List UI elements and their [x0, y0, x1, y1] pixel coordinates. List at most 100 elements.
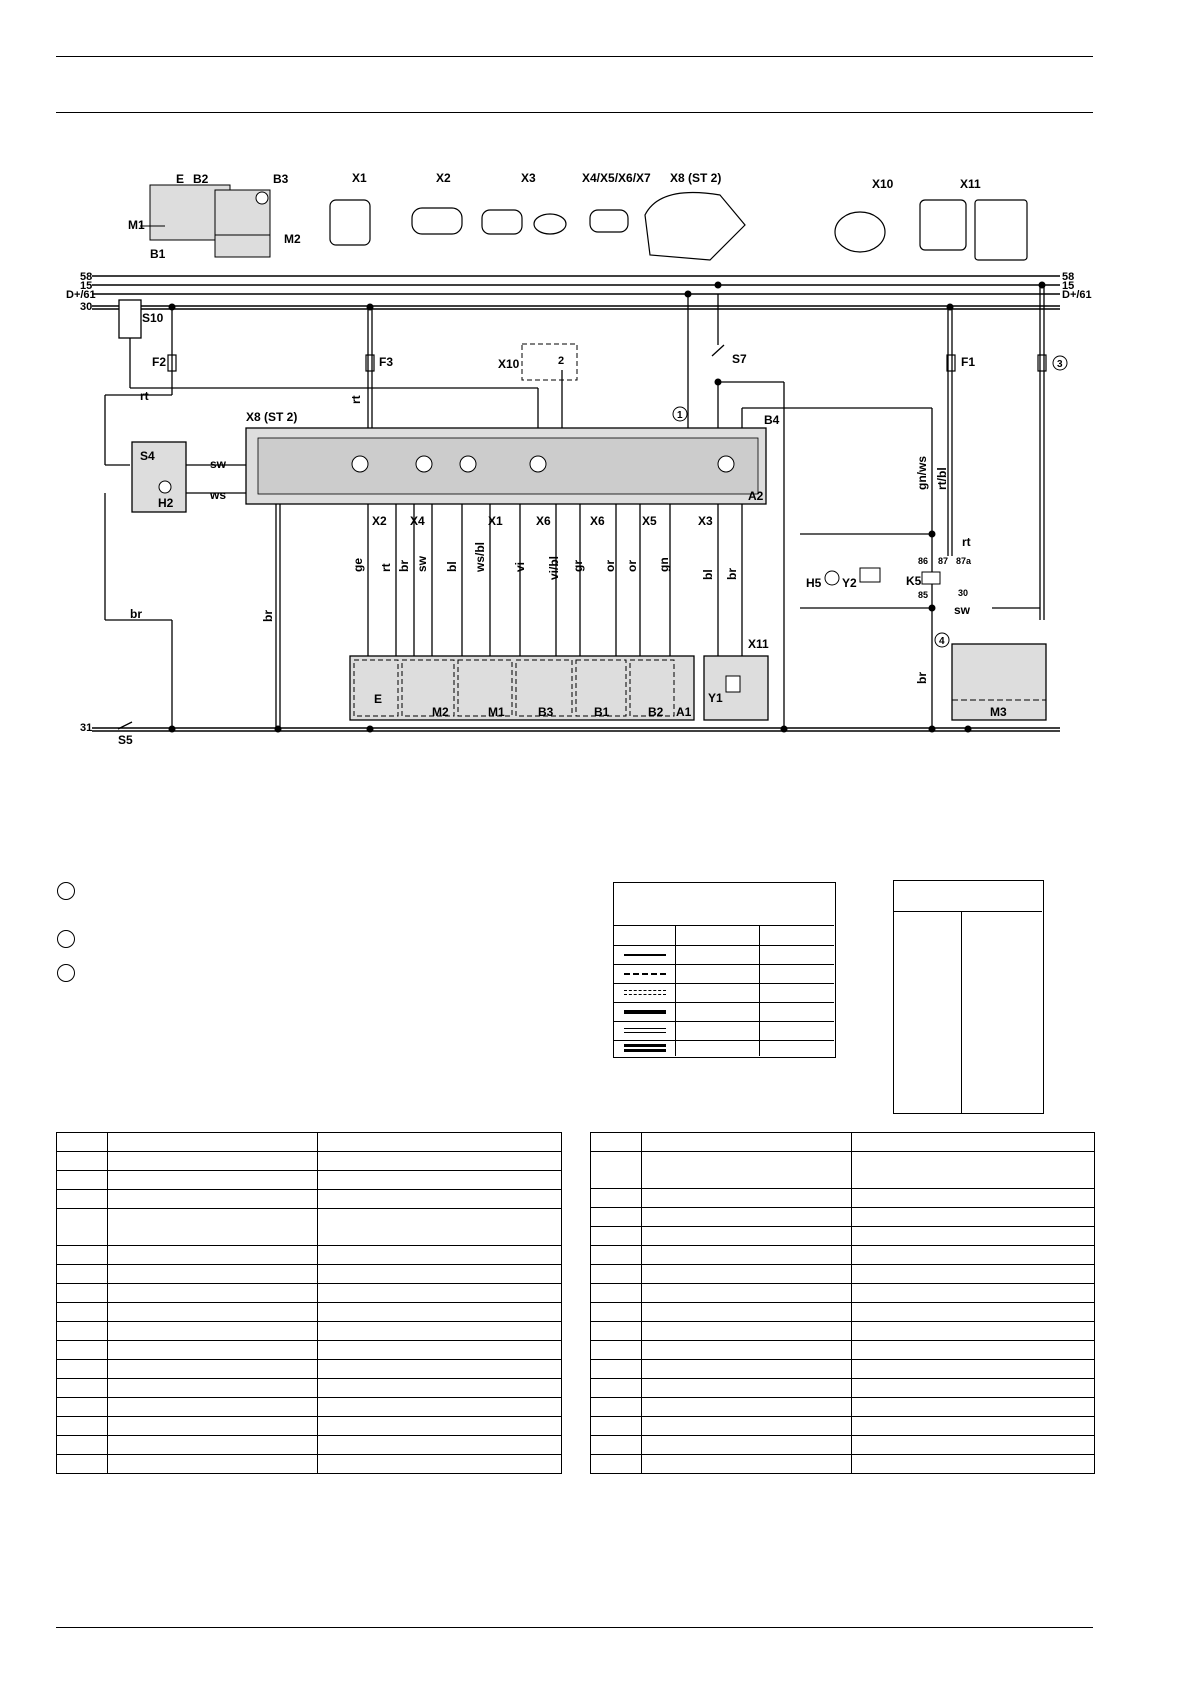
wire-vibl-x6: vi/bl [547, 556, 561, 580]
callout-3-text: 3 [1057, 359, 1063, 370]
conn-x1: X1 [488, 514, 503, 528]
pic-label-M2: M2 [284, 232, 301, 246]
line-solid-sample [624, 954, 666, 956]
label-a1: A1 [676, 705, 692, 719]
pic-label-E: E [176, 172, 184, 186]
label-f1: F1 [961, 355, 975, 369]
wire-ge: ge [351, 558, 365, 572]
rail-30-left: 30 [80, 301, 92, 313]
supply-rails [92, 275, 1060, 732]
wire-br-a2: br [261, 610, 275, 622]
wire-bl-x3: bl [701, 569, 715, 580]
header-rule-bottom [56, 112, 1093, 113]
wire-gr-x6: gr [571, 560, 585, 572]
rail-31-left: 31 [80, 722, 92, 734]
wire-ws-h2: ws [209, 488, 226, 502]
footer-rule [56, 1627, 1093, 1628]
rail-15-left: 15 [80, 280, 92, 292]
line-triple-sample [624, 1044, 666, 1052]
motor-m3-box [951, 643, 1047, 721]
callout-4-diagram [934, 632, 950, 648]
label-m2: M2 [432, 705, 449, 719]
wire-vi-x6: vi [513, 562, 527, 572]
line-type-legend [613, 882, 836, 1058]
pic-label-X2: X2 [436, 171, 451, 185]
label-e: E [374, 692, 382, 706]
wire-gnws: gn/ws [915, 456, 929, 490]
wire-gn-x5: gn [657, 557, 671, 572]
supply-wires [104, 285, 1045, 729]
rail-d61-left: D+/61 [66, 289, 96, 301]
conn-x2: X2 [372, 514, 387, 528]
line-thick-sample [624, 1010, 666, 1014]
x10-box [521, 343, 578, 381]
pic-label-X11: X11 [960, 177, 981, 191]
rail-58-right: 58 [1062, 271, 1074, 283]
wire-br-x3: br [725, 568, 739, 580]
label-b3: B3 [538, 705, 554, 719]
callout-1-text: 1 [677, 410, 683, 421]
wire-wsbl-x1: ws/bl [473, 542, 487, 573]
relay-pin-86: 86 [918, 556, 928, 566]
fuses [167, 354, 1047, 372]
lamp-h2-icon [158, 480, 172, 494]
pic-label-B2: B2 [193, 172, 209, 186]
legend-callout-3 [57, 964, 75, 982]
color-code-legend [893, 880, 1044, 1114]
pic-label-B3: B3 [273, 172, 289, 186]
pic-label-X4567: X4/X5/X6/X7 [582, 171, 651, 185]
relay-k5 [921, 571, 941, 585]
switch-s4-h2 [131, 441, 187, 513]
wire-bl-x1: bl [445, 561, 459, 572]
label-b4: B4 [764, 413, 780, 427]
relay-pin-85: 85 [918, 590, 928, 600]
wire-or-x5: or [625, 560, 639, 572]
label-x8: X8 (ST 2) [246, 410, 297, 424]
heater-unit-picture [140, 184, 271, 258]
pic-label-M1: M1 [128, 218, 145, 232]
parts-table-left [56, 1132, 562, 1474]
wire-or-x6: or [603, 560, 617, 572]
wire-sw-relay: sw [954, 603, 971, 617]
legend-callout-1 [57, 882, 75, 900]
line-double-sample [624, 1028, 666, 1033]
wire-br-x4: br [397, 560, 411, 572]
a1-subcomponents [353, 659, 675, 717]
lamp-h5-icon [824, 570, 840, 586]
callout-4-text: 4 [939, 636, 945, 647]
header-rule-top [56, 56, 1093, 57]
label-y2: Y2 [842, 576, 857, 590]
pic-label-X8: X8 (ST 2) [670, 171, 721, 185]
valve-y2 [859, 567, 881, 583]
wire-rt-f3: rt [349, 395, 363, 404]
pic-label-X3: X3 [521, 171, 536, 185]
label-s4: S4 [140, 449, 155, 463]
label-b2: B2 [648, 705, 664, 719]
wire-br-m3: br [915, 672, 929, 684]
wire-sw-x4: sw [415, 555, 429, 572]
rail-15-right: 15 [1062, 280, 1074, 292]
legend-callout-2 [57, 930, 75, 948]
conn-x4: X4 [410, 514, 425, 528]
conn-x6a: X6 [536, 514, 551, 528]
conn-x6b: X6 [590, 514, 605, 528]
label-m1: M1 [488, 705, 505, 719]
wire-rtbl: rt/bl [935, 467, 949, 490]
heater-a1 [349, 655, 695, 721]
label-f2: F2 [152, 355, 166, 369]
switch-s10 [118, 299, 142, 339]
line-double-dashed-sample [624, 990, 666, 995]
rail-d61-right: D+/61 [1062, 289, 1092, 301]
wire-sw-s4: sw [210, 457, 227, 471]
label-h2: H2 [158, 496, 174, 510]
label-m3: M3 [990, 705, 1007, 719]
label-y1: Y1 [708, 691, 723, 705]
wire-rt-relay: rt [962, 535, 971, 549]
pic-label-X1: X1 [352, 171, 367, 185]
label-h5: H5 [806, 576, 822, 590]
label-s7: S7 [732, 352, 747, 366]
pic-label-B1: B1 [150, 247, 166, 261]
wire-rt-x2: rt [379, 563, 393, 572]
label-s10: S10 [142, 311, 164, 325]
relay-pin-30: 30 [958, 588, 968, 598]
